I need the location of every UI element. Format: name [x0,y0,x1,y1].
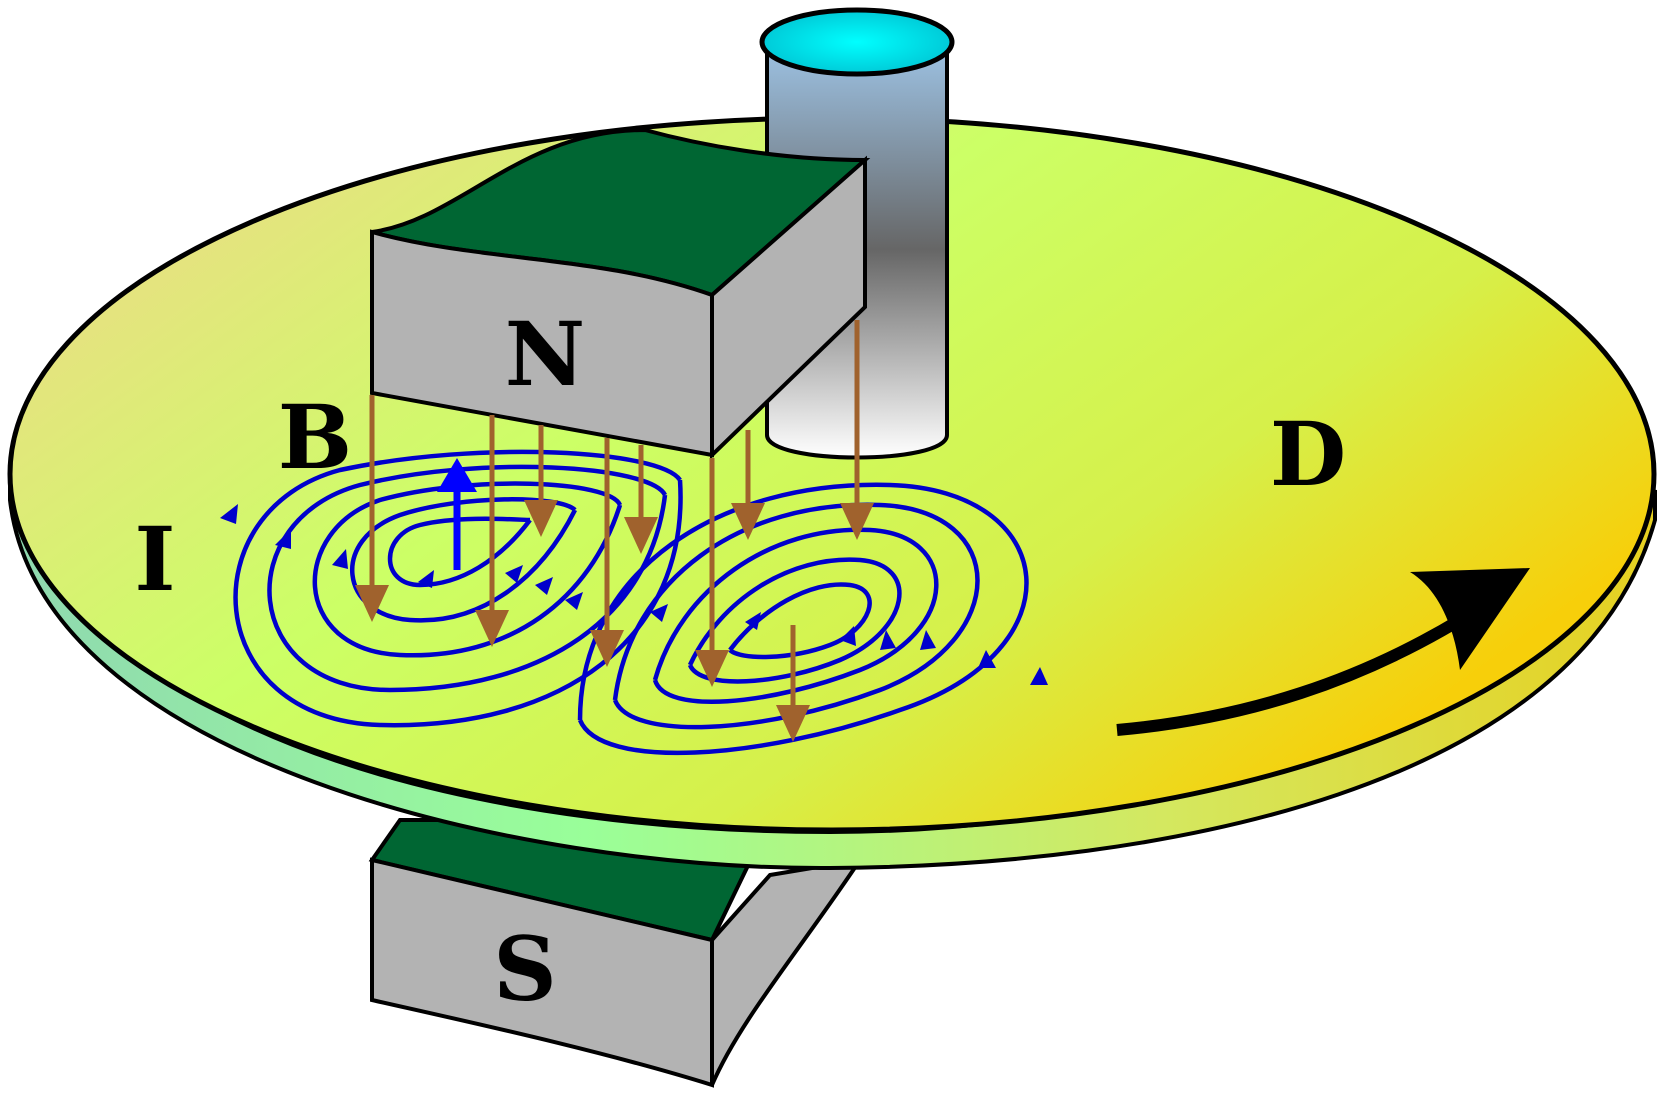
current-label: I [134,507,175,611]
field-label: B [278,385,352,489]
south-pole-label: S [493,917,557,1021]
disc-label: D [1270,402,1346,506]
shaft-cap [762,10,952,74]
north-pole-label: N [505,302,585,406]
